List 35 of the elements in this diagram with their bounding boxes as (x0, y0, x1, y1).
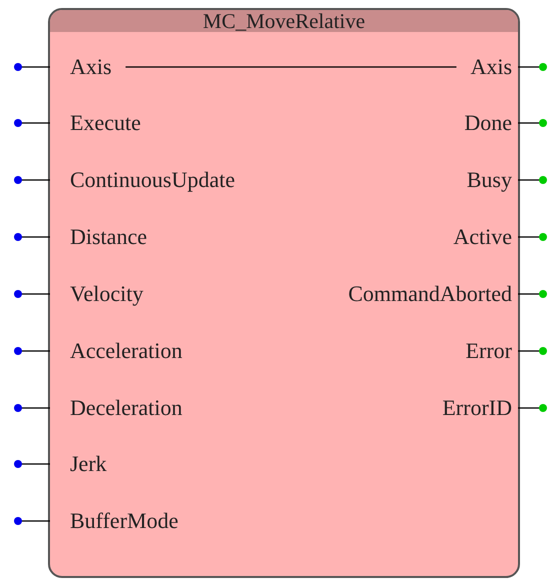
connection-line (126, 66, 456, 68)
pin-line (14, 460, 50, 468)
output-pin-label: Busy (452, 166, 518, 194)
input-pin-label: Distance (50, 223, 161, 251)
pin-line (518, 119, 547, 127)
pin-line (518, 290, 547, 298)
pin-line (518, 404, 547, 412)
output-pin-label: ErrorID (428, 394, 518, 422)
input-pin-label: Jerk (50, 450, 121, 478)
pin-line (14, 517, 50, 525)
output-pin-label: Done (450, 109, 518, 137)
output-pin-label: Error (452, 337, 518, 365)
input-pin-label: Deceleration (50, 394, 196, 422)
pin-line (14, 233, 50, 241)
pin-line (14, 63, 50, 71)
pin-line (14, 290, 50, 298)
pin-line (518, 347, 547, 355)
pin-line (14, 347, 50, 355)
input-pin-label: Velocity (50, 280, 158, 308)
pin-line (518, 63, 547, 71)
pin-line (14, 119, 50, 127)
input-pin-label: ContinuousUpdate (50, 166, 249, 194)
pin-line (14, 176, 50, 184)
pin-line (518, 233, 547, 241)
input-pin-label: BufferMode (50, 507, 192, 535)
output-pin-label: Active (439, 223, 518, 251)
input-pin-label: Execute (50, 109, 155, 137)
output-pin-label: Axis (456, 53, 518, 81)
block-title: MC_MoveRelative (50, 10, 518, 32)
pin-line (518, 176, 547, 184)
input-pin-label: Axis (50, 53, 126, 81)
input-pin-label: Acceleration (50, 337, 196, 365)
function-block (48, 8, 520, 578)
pin-line (14, 404, 50, 412)
output-pin-label: CommandAborted (334, 280, 518, 308)
